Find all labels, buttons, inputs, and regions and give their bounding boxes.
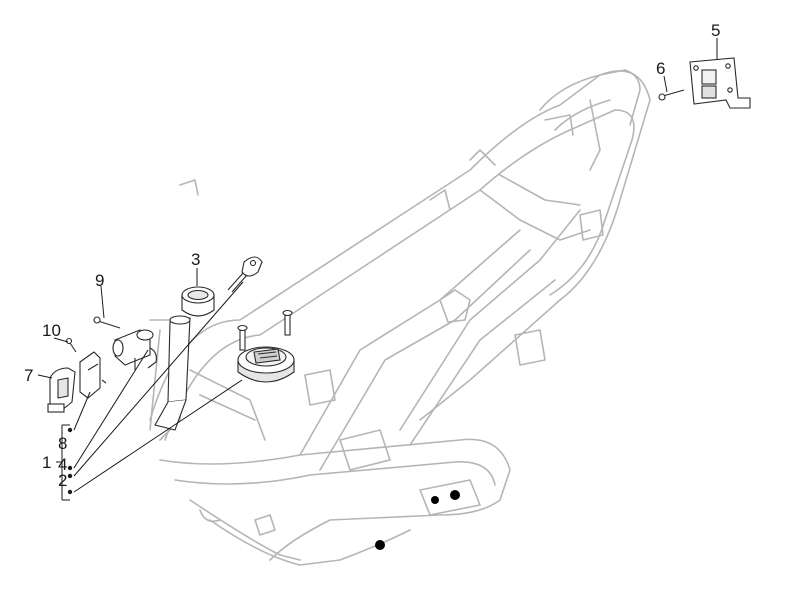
screw-part-6 xyxy=(658,89,685,101)
callout-6: 6 xyxy=(656,59,666,78)
bracket-part-5 xyxy=(689,57,751,109)
lock-housing-part-7 xyxy=(47,367,76,413)
callout-7: 7 xyxy=(24,366,34,385)
leader-lines xyxy=(37,38,718,501)
steering-tube-part xyxy=(154,315,191,431)
screw-part-10 xyxy=(65,337,77,353)
bushing-part-3 xyxy=(181,286,215,317)
callout-5: 5 xyxy=(711,21,721,40)
cover-part-8 xyxy=(79,351,107,399)
screw-part-9 xyxy=(93,316,121,329)
key-part xyxy=(227,256,263,293)
callout-1: 1 xyxy=(42,453,52,472)
fuel-cap-part xyxy=(237,346,295,383)
cap-screws xyxy=(237,309,293,351)
scooter-frame xyxy=(149,69,651,566)
callout-10: 10 xyxy=(42,321,61,340)
callout-4: 4 xyxy=(58,455,68,474)
callout-3: 3 xyxy=(191,250,201,269)
callout-9: 9 xyxy=(95,271,105,290)
ignition-lock-part xyxy=(112,329,157,370)
callout-8: 8 xyxy=(58,434,68,453)
callout-2: 2 xyxy=(58,471,68,490)
